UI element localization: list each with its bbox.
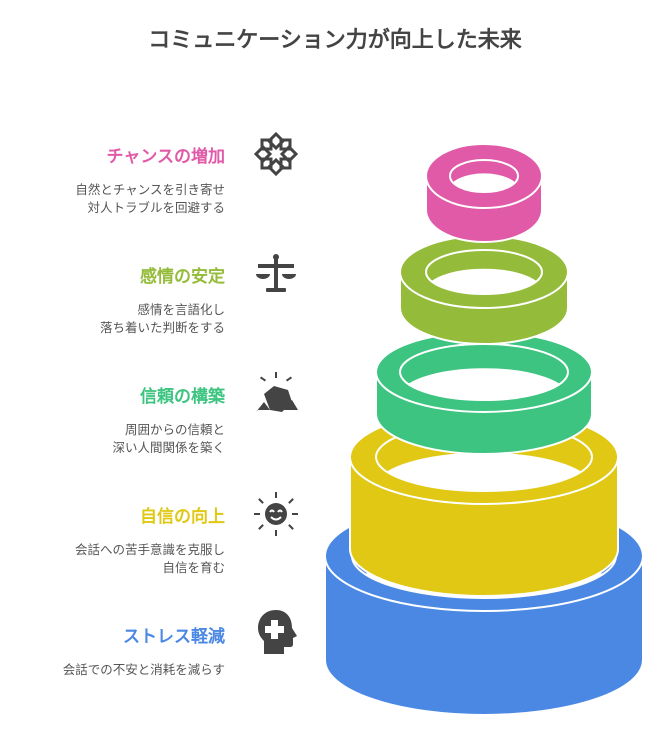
- ring-emotion-hole: [426, 268, 542, 294]
- item-trust: 信頼の構築 周囲からの信頼と深い人間関係を築く: [0, 382, 225, 457]
- diagram-title: コミュニケーション力が向上した未来: [148, 28, 522, 53]
- handshake-icon: [256, 372, 298, 412]
- item-title: チャンスの増加: [106, 147, 226, 167]
- smiling-sun-icon: [254, 492, 298, 536]
- item-title: ストレス軽減: [123, 627, 225, 647]
- flower-icon: [253, 131, 299, 177]
- item-desc: 自然とチャンスを引き寄せ対人トラブルを回避する: [75, 182, 225, 215]
- item-desc: 会話への苦手意識を克服し自信を育む: [74, 542, 225, 575]
- ring-chance-hole: [450, 173, 518, 192]
- item-title: 感情の安定: [140, 267, 225, 287]
- item-desc: 周囲からの信頼と深い人間関係を築く: [112, 422, 225, 455]
- ring-trust-hole: [400, 368, 568, 400]
- item-desc: 会話での不安と消耗を減らす: [62, 662, 225, 677]
- item-title: 自信の向上: [140, 507, 225, 527]
- balance-scale-icon: [256, 254, 296, 292]
- head-plus-icon: [258, 610, 297, 654]
- item-chance: チャンスの増加 自然とチャンスを引き寄せ対人トラブルを回避する: [0, 142, 225, 217]
- item-title: 信頼の構築: [140, 387, 225, 407]
- item-confidence: 自信の向上 会話への苦手意識を克服し自信を育む: [0, 502, 225, 577]
- item-emotion: 感情の安定 感情を言語化し落ち着いた判断をする: [0, 262, 225, 337]
- item-stress: ストレス軽減 会話での不安と消耗を減らす: [0, 622, 225, 679]
- item-desc: 感情を言語化し落ち着いた判断をする: [99, 302, 225, 335]
